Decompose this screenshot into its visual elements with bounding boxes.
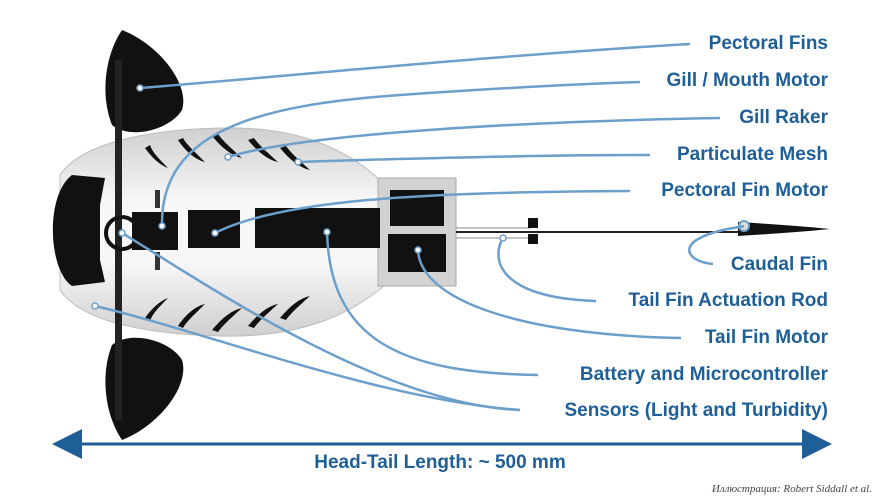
label-pectoral-fins: Pectoral Fins — [708, 33, 828, 54]
label-battery-controller: Battery and Microcontroller — [579, 364, 828, 385]
label-tail-fin-rod: Tail Fin Actuation Rod — [628, 290, 828, 311]
label-pectoral-fin-motor: Pectoral Fin Motor — [661, 180, 828, 201]
head-bumper — [52, 175, 105, 286]
gill-rakers — [145, 134, 310, 332]
length-label: Head-Tail Length: ~ 500 mm — [314, 452, 566, 473]
pectoral-fins — [105, 30, 184, 440]
leader-dots — [91, 84, 507, 310]
label-gill-mouth-motor: Gill / Mouth Motor — [666, 70, 828, 91]
image-credit: Иллюстрация: Robert Siddall et al. — [711, 483, 872, 495]
label-tail-fin-motor: Tail Fin Motor — [704, 327, 828, 348]
label-sensors: Sensors (Light and Turbidity) — [564, 400, 828, 421]
label-particulate-mesh: Particulate Mesh — [677, 144, 828, 165]
label-caudal-fin: Caudal Fin — [730, 254, 828, 275]
label-gill-raker: Gill Raker — [739, 107, 828, 128]
leader-lines — [94, 42, 745, 412]
internal-components — [104, 190, 446, 272]
tail-assembly — [456, 218, 830, 244]
